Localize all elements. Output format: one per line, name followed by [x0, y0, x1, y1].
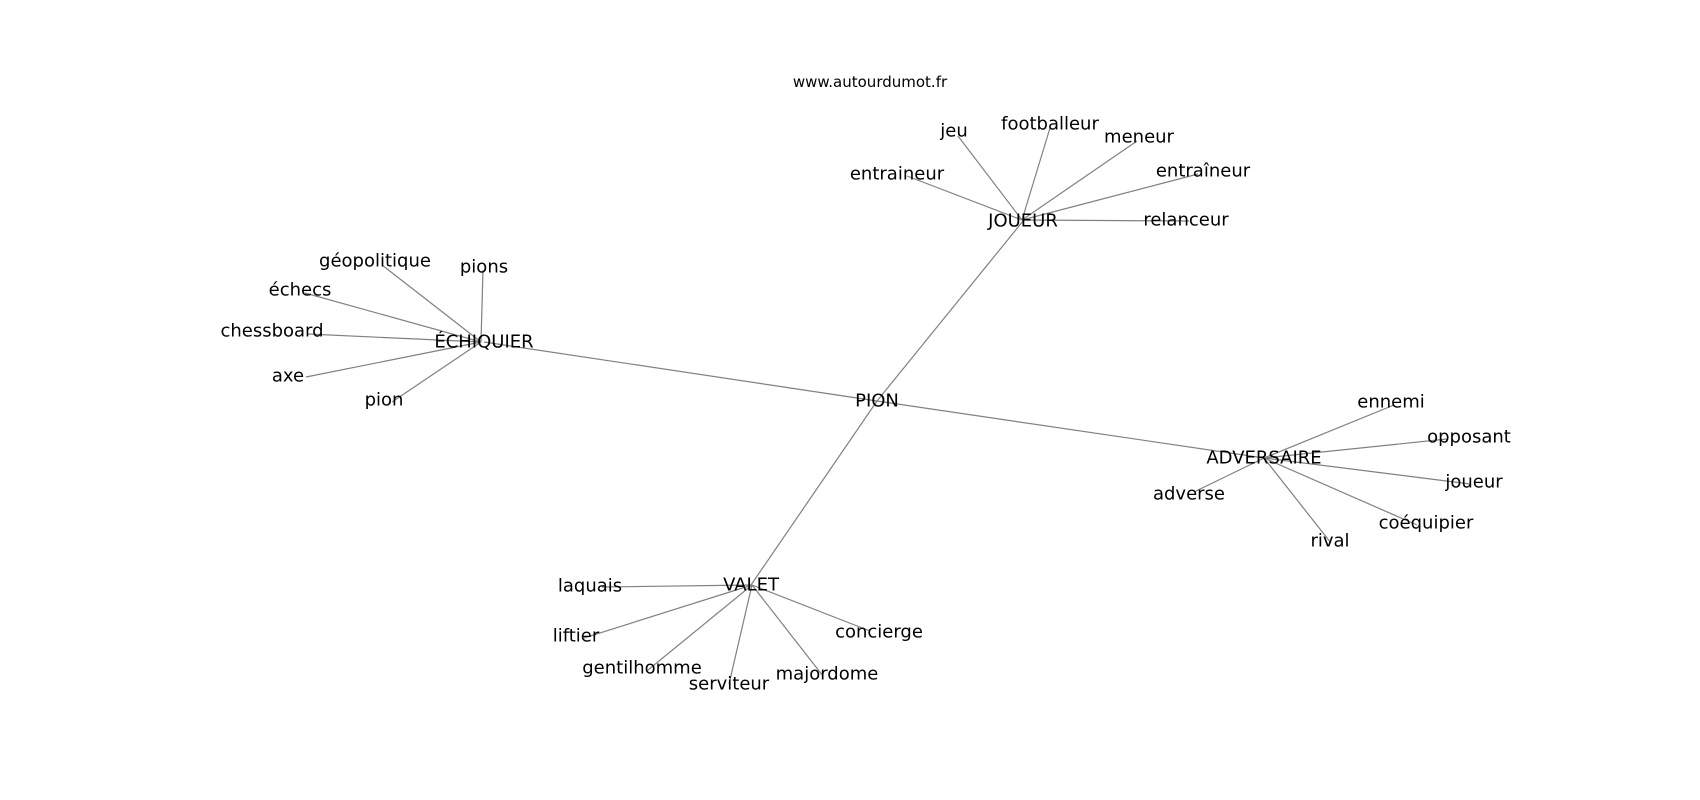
hub-leaf-edge	[1021, 219, 1190, 222]
graph-labels: www.autourdumot.fr PION JOUEUR jeu footb…	[220, 73, 1510, 695]
hub-leaf-edge	[728, 584, 753, 685]
hub-leaf-edge	[751, 584, 824, 677]
hub-leaf-edge	[957, 135, 1023, 221]
leaf-node-label: chessboard	[220, 321, 323, 342]
leaf-node-label: coéquipier	[1379, 513, 1474, 534]
leaf-node-label: opposant	[1427, 427, 1511, 448]
hub-leaf-edge	[583, 584, 753, 639]
center-hub-edge	[876, 400, 1265, 459]
leaf-node-label: adverse	[1153, 484, 1225, 505]
hub-leaf-edge	[1263, 457, 1332, 544]
hub-node-label: JOUEUR	[987, 211, 1058, 232]
hub-leaf-edge	[1021, 140, 1138, 221]
leaf-node-label: rival	[1310, 531, 1349, 552]
center-hub-edge	[750, 400, 878, 586]
hub-leaf-edge	[906, 175, 1023, 221]
hub-node-label: ÉCHIQUIER	[434, 331, 533, 353]
leaf-node-label: liftier	[553, 626, 600, 647]
center-node-label: PION	[855, 391, 899, 412]
hub-leaf-edge	[307, 333, 482, 343]
leaf-node-label: concierge	[835, 622, 923, 643]
leaf-node-label: ennemi	[1357, 392, 1425, 413]
hub-leaf-edge	[391, 341, 482, 403]
hub-leaf-edge	[1193, 457, 1265, 493]
center-hub-edge	[483, 341, 878, 402]
hub-leaf-edge	[480, 269, 484, 343]
leaf-node-label: joueur	[1444, 472, 1503, 493]
leaf-node-label: géopolitique	[319, 251, 431, 272]
leaf-node-label: serviteur	[689, 674, 770, 695]
watermark-text: www.autourdumot.fr	[793, 73, 948, 91]
hub-leaf-edge	[647, 584, 753, 671]
leaf-node-label: relanceur	[1143, 210, 1229, 231]
graph-edges	[304, 127, 1471, 685]
hub-leaf-edge	[305, 341, 482, 378]
hub-leaf-edge	[1021, 127, 1051, 221]
hub-node-label: ADVERSAIRE	[1206, 448, 1321, 469]
leaf-node-label: footballeur	[1001, 114, 1099, 135]
leaf-node-label: laquais	[558, 576, 622, 597]
leaf-node-label: meneur	[1104, 127, 1174, 148]
leaf-node-label: pions	[460, 257, 508, 278]
leaf-node-label: axe	[272, 366, 304, 387]
hub-leaf-edge	[1263, 457, 1471, 485]
hub-leaf-edge	[381, 264, 482, 343]
hub-leaf-edge	[1263, 404, 1395, 459]
leaf-node-label: pion	[365, 390, 404, 411]
hub-leaf-edge	[751, 584, 871, 632]
leaf-node-label: jeu	[939, 121, 967, 142]
leaf-node-label: majordome	[776, 664, 879, 685]
leaf-node-label: échecs	[269, 280, 332, 301]
hub-leaf-edge	[1263, 457, 1418, 526]
leaf-node-label: entraineur	[850, 164, 945, 185]
hub-leaf-edge	[304, 292, 482, 343]
hub-leaf-edge	[601, 584, 753, 588]
leaf-node-label: gentilhomme	[582, 658, 702, 679]
center-hub-edge	[876, 220, 1024, 402]
hub-node-label: VALET	[723, 575, 780, 596]
hub-leaf-edge	[1263, 438, 1448, 459]
leaf-node-label: entraîneur	[1156, 161, 1251, 182]
hub-leaf-edge	[1021, 173, 1199, 221]
